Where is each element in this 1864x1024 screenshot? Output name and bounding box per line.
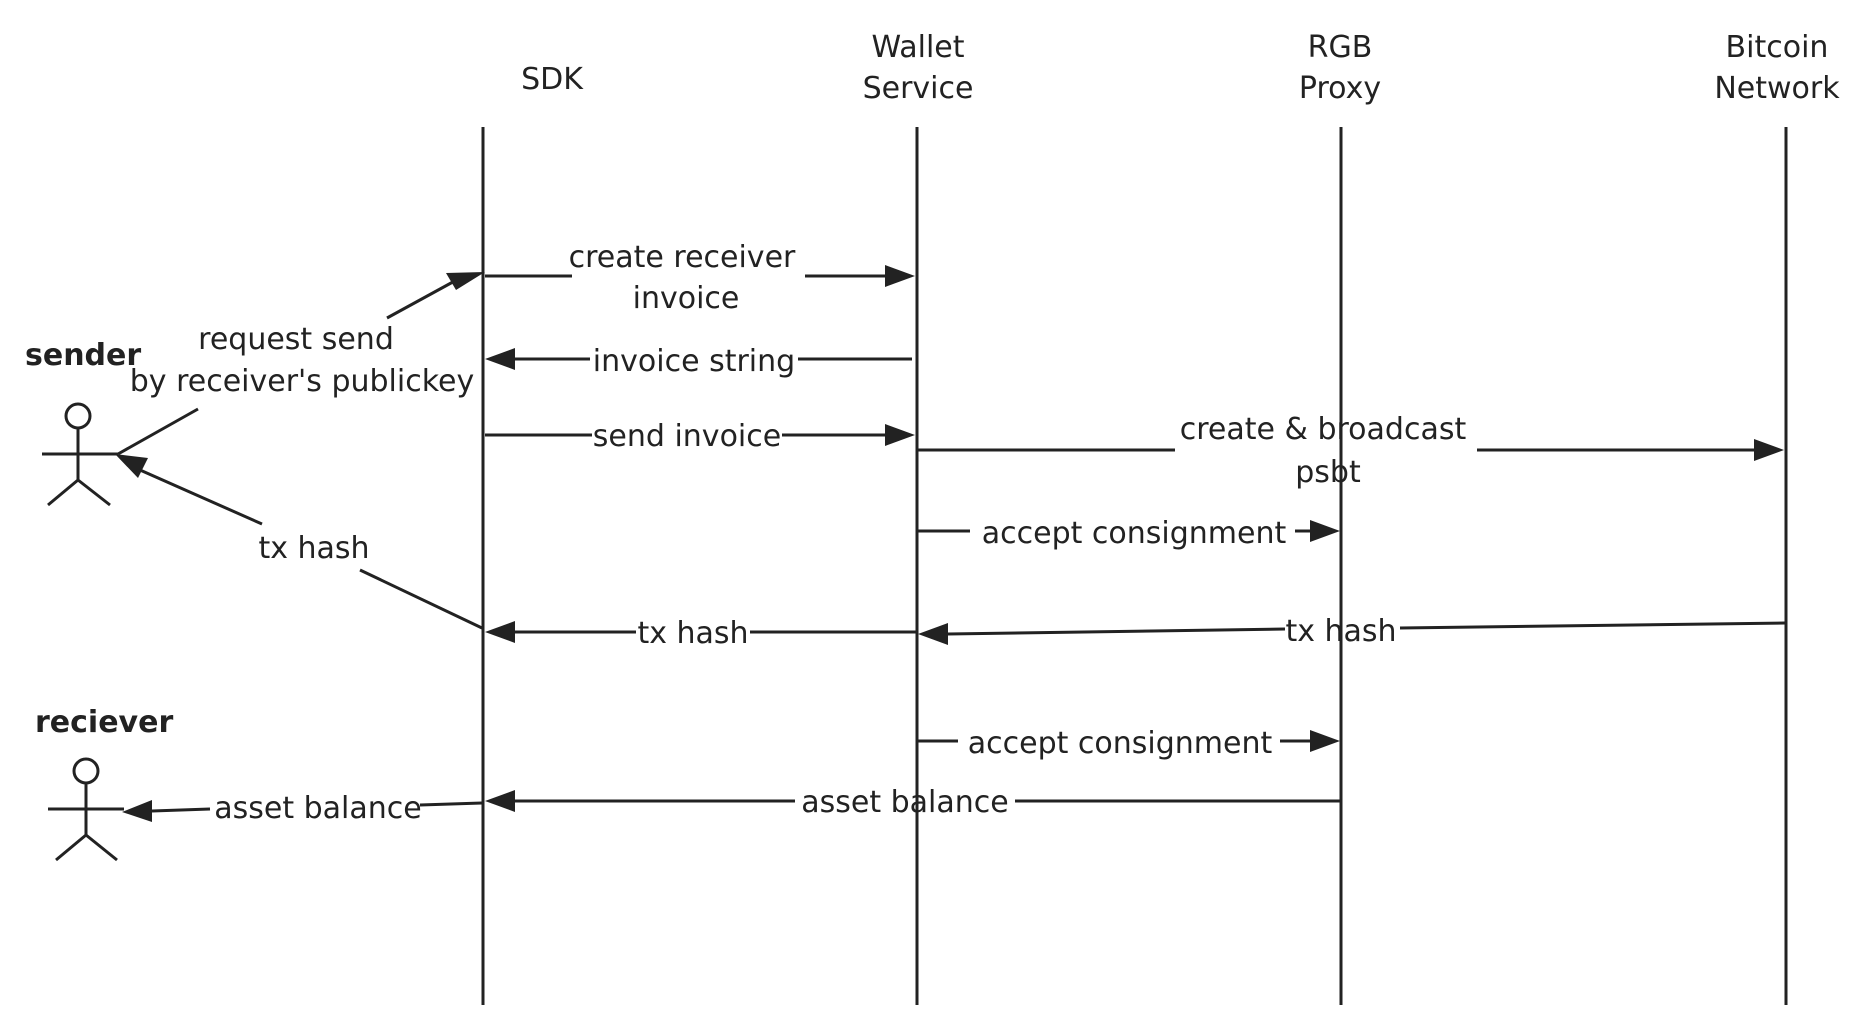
message-label: tx hash (1285, 614, 1396, 649)
message-create-invoice: create receiver invoice (485, 240, 915, 316)
message-label: create receiver (569, 240, 796, 275)
arrowhead (115, 454, 148, 478)
arrowhead (122, 800, 152, 822)
message-label: asset balance (214, 791, 422, 826)
arrow-line (139, 468, 263, 526)
message-asset-balance-receiver: asset balance (122, 791, 483, 826)
lifeline-header-wallet-line1: Wallet (871, 30, 964, 65)
arrowhead (885, 265, 915, 287)
arrowhead (885, 424, 915, 446)
message-send-invoice: send invoice (485, 419, 915, 454)
message-tx-hash-wallet: tx hash (485, 616, 916, 651)
message-tx-hash-sender: tx hash (115, 454, 483, 630)
actor-sender-figure (42, 402, 118, 507)
message-asset-balance-proxy: asset balance (485, 785, 1340, 820)
arrowhead (485, 348, 515, 370)
message-label: accept consignment (968, 726, 1273, 761)
lifeline-header-bitcoin-line2: Network (1714, 71, 1840, 106)
message-label: create & broadcast (1180, 412, 1467, 447)
arrow-line (947, 627, 1286, 636)
message-label: accept consignment (982, 516, 1287, 551)
actor-name-receiver: reciever (35, 705, 173, 740)
message-label: send invoice (593, 419, 781, 454)
message-invoice-string: invoice string (485, 344, 912, 379)
actor-receiver-figure (48, 757, 124, 862)
message-tx-hash-network: tx hash (918, 614, 1786, 649)
lifeline-header-bitcoin-line1: Bitcoin (1726, 30, 1829, 65)
message-label: invoice (633, 281, 740, 316)
message-label: psbt (1295, 455, 1361, 490)
message-request-send: request send by receiver's publickey (117, 272, 485, 456)
arrow-line (151, 807, 211, 813)
arrowhead (1310, 730, 1340, 752)
arrow-line (386, 275, 463, 320)
lifeline-header-wallet-line2: Service (863, 71, 974, 106)
actor-name-sender: sender (25, 338, 141, 373)
message-label: tx hash (258, 531, 369, 566)
message-label: tx hash (637, 616, 748, 651)
arrow-line (1399, 621, 1786, 630)
arrow-line (359, 568, 483, 630)
arrow-line (117, 407, 199, 456)
arrowhead (1754, 439, 1784, 461)
arrow-line (419, 801, 483, 807)
lifeline-header-sdk: SDK (521, 62, 584, 97)
message-broadcast-psbt: create & broadcast psbt (918, 412, 1784, 490)
message-label: asset balance (801, 785, 1009, 820)
message-label: invoice string (593, 344, 795, 379)
arrowhead (918, 623, 948, 645)
lifeline-header-proxy-line2: Proxy (1299, 71, 1381, 106)
lifeline-header-proxy-line1: RGB (1308, 30, 1373, 65)
arrowhead (485, 621, 515, 643)
arrowhead (1310, 520, 1340, 542)
message-label: by receiver's publickey (130, 364, 475, 399)
message-accept-consignment-1: accept consignment (918, 516, 1340, 551)
message-label: request send (198, 322, 394, 357)
arrowhead (446, 272, 485, 290)
arrowhead (485, 790, 515, 812)
message-accept-consignment-2: accept consignment (918, 726, 1340, 761)
